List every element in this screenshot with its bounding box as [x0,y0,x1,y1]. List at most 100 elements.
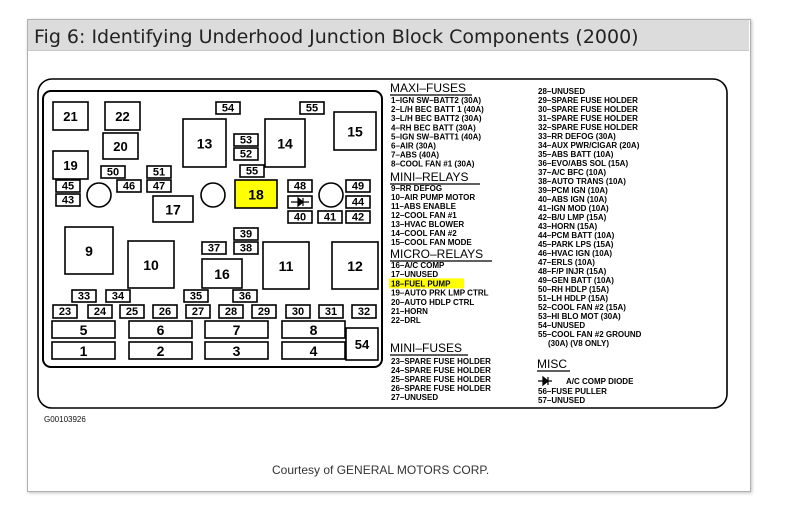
component-item: 54–UNUSED [538,321,585,330]
component-item: 31–SPARE FUSE HOLDER [538,114,638,123]
block-42-box [345,210,371,224]
block-label-17: 17 [165,202,181,218]
block-label-48: 48 [294,181,306,193]
diagram-outline [37,78,728,409]
block-13-box [182,118,227,168]
block-label-33: 33 [78,291,90,303]
component-item: 38–AUTO TRANS (10A) [538,177,626,186]
micro-relay-item: 18–FUEL PUMP [391,279,451,288]
block-label-36: 36 [239,291,251,303]
component-item: 49–GEN BATT (10A) [538,276,614,285]
block-22-box [104,101,141,131]
block-label-9: 9 [85,243,93,259]
mini-fuse-item: 25–SPARE FUSE HOLDER [391,375,491,384]
block-15-box [333,111,377,151]
block-label-54: 54 [222,103,235,115]
block-40-box [287,210,313,224]
block-11-box [262,241,310,290]
block-label-44: 44 [352,197,365,209]
block-label-20: 20 [113,139,127,154]
component-item: 53–HI BLO MOT (30A) [538,312,621,321]
block-label-53: 53 [240,135,252,147]
component-item: 42–B/U LMP (15A) [538,213,607,222]
block-3-box [204,341,269,360]
block-32-box [351,304,377,319]
block-label-46: 46 [123,181,135,193]
block-label-28: 28 [225,306,237,318]
component-item: 52–COOL FAN #2 (15A) [538,303,626,312]
block-12-box [331,241,379,290]
component-item: 33–RR DEFOG (30A) [538,132,616,141]
block-30-box [285,304,311,319]
block-19-box [52,150,89,180]
block-label-40: 40 [294,212,306,224]
block-37-box [201,241,227,255]
block-label-24: 24 [94,306,107,318]
highlight-micro-relay [389,278,464,289]
block-35-box [183,289,209,303]
block-label-23: 23 [59,306,71,318]
block-label-5: 5 [80,322,88,338]
block-label-27: 27 [192,306,204,318]
component-item: 37–A/C BFC (10A) [538,168,606,177]
block-24-box [87,304,113,319]
maxi-fuse-item: 6–AIR (30A) [391,142,436,151]
mini-fuse-item: 24–SPARE FUSE HOLDER [391,366,491,375]
maxi-fuse-item: 8–COOL FAN #1 (30A) [391,160,475,169]
block-label-43: 43 [62,195,74,207]
courtesy-note: Courtesy of GENERAL MOTORS CORP. [272,463,490,477]
block-47-box [146,179,172,193]
mini-relay-item: 12–COOL FAN #1 [391,211,457,220]
block-50-box [100,165,126,179]
micro-relay-item: 16–A/C COMP [391,261,445,270]
mini-relay-item: 9–RR DEFOG [391,184,442,193]
block-20-box [102,132,139,160]
block-41-box [317,210,343,224]
maxi-fuse-item: 5–IGN SW–BATT1 (40A) [391,132,481,141]
component-item: 28–UNUSED [538,87,585,96]
component-item: 51–LH HDLP (15A) [538,294,608,303]
component-item: 39–PCM IGN (10A) [538,186,608,195]
block-8-box [281,320,346,339]
micro-relay-item: 17–UNUSED [391,270,438,279]
component-item: 29–SPARE FUSE HOLDER [538,96,638,105]
block-label-22: 22 [115,109,129,124]
block-label-2: 2 [157,343,165,359]
mini-fuse-item: 26–SPARE FUSE HOLDER [391,384,491,393]
block-28-box [218,304,244,319]
block-39-box [233,227,259,241]
micro-relay-item: 20–AUTO HDLP CTRL [391,298,474,307]
block-label-10: 10 [143,257,159,273]
block-label-25: 25 [126,306,138,318]
block-label-52: 52 [240,149,252,161]
block-label-30: 30 [292,306,304,318]
mini-fuse-item: 23–SPARE FUSE HOLDER [391,357,491,366]
block-label-29: 29 [258,306,270,318]
block-4-box [281,341,346,360]
block-label-26: 26 [159,306,171,318]
block-label-34: 34 [112,291,125,303]
block-36-box [232,289,258,303]
block-label-7: 7 [233,322,241,338]
component-item: 46–HVAC IGN (10A) [538,249,612,258]
block-label-38: 38 [240,243,252,255]
component-item: 47–ERLS (10A) [538,258,595,267]
micro-relay-item: 19–AUTO PRK LMP CTRL [391,289,489,298]
component-item: 32–SPARE FUSE HOLDER [538,123,638,132]
block-44-box [345,195,371,209]
block-label-6: 6 [157,322,165,338]
block-9-box [64,226,114,275]
block-label-41: 41 [324,212,336,224]
block-label-8: 8 [310,322,318,338]
block-label-12: 12 [347,258,363,274]
block-27-box [185,304,211,319]
block-46-box [116,179,142,193]
component-item: 40–ABS IGN (10A) [538,195,607,204]
block-label-35: 35 [190,291,202,303]
heading-mini-fuses: MINI–FUSES [390,341,462,355]
figure-title: Fig 6: Identifying Underhood Junction Bl… [34,26,639,48]
block-label-31: 31 [325,306,337,318]
